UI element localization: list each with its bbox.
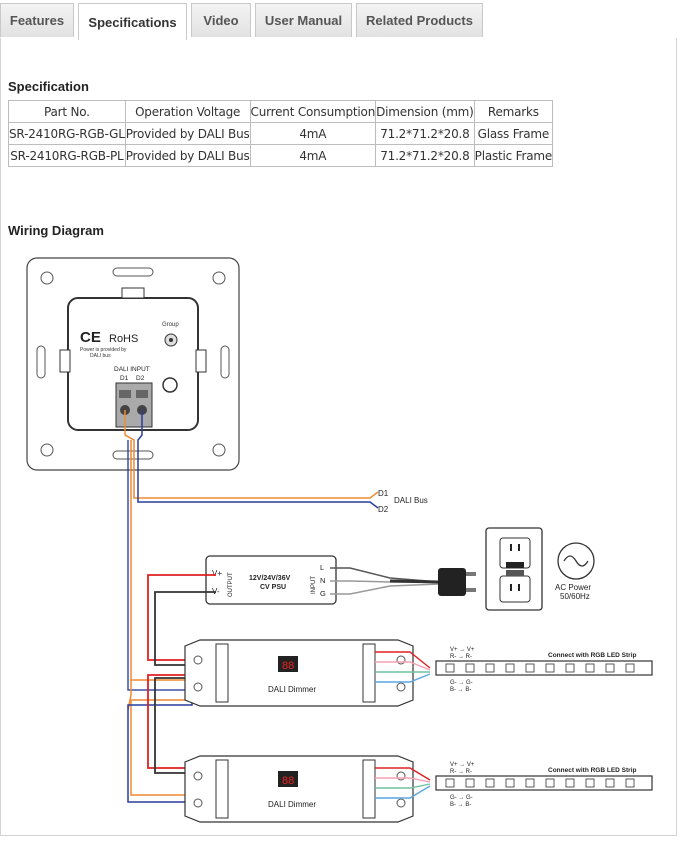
strip-legend-r: R- → R-	[450, 769, 472, 775]
column-header: Operation Voltage	[124, 100, 251, 123]
dali-bus-wires	[124, 410, 379, 803]
ac-power-label: AC Power	[555, 583, 591, 592]
rgb-led-strip	[435, 775, 653, 791]
dali-input-label: DALI INPUT	[114, 366, 150, 373]
psu-vplus-label: V+	[212, 569, 222, 578]
tab-features[interactable]: Features	[0, 3, 74, 37]
specification-table: Part No. Operation Voltage Current Consu…	[8, 100, 554, 167]
table-cell: Glass Frame	[473, 122, 554, 145]
rohs-mark: RoHS	[109, 333, 138, 345]
psu-n-label: N	[320, 576, 325, 585]
wall-panel: CE RoHS Power is provided by DALI bus Gr…	[26, 257, 240, 471]
ac-frequency-label: 50/60Hz	[560, 592, 590, 601]
table-row: SR-2410RG-RGB-PL Provided by DALI Bus 4m…	[8, 144, 554, 167]
table-cell: Provided by DALI Bus	[124, 144, 251, 167]
bus-d2-label: D2	[378, 505, 389, 514]
column-header: Dimension (mm)	[375, 100, 475, 123]
tab-user-manual[interactable]: User Manual	[255, 3, 352, 37]
ac-cable	[330, 567, 441, 595]
wiring-diagram: CE RoHS Power is provided by DALI bus Gr…	[26, 257, 653, 823]
psu-g-label: G	[320, 589, 326, 598]
cv-psu: 12V/24V/36V CV PSU V+ V- OUTPUT INPUT L …	[205, 555, 337, 605]
table-cell: 4mA	[249, 122, 377, 145]
terminal-d2-label: D2	[136, 375, 145, 382]
dali-dimmer: 88 DALI Dimmer	[184, 639, 414, 707]
strip-legend-r: R- → R-	[450, 654, 472, 660]
table-cell: 4mA	[249, 144, 377, 167]
tab-content-panel	[0, 38, 677, 836]
tab-video[interactable]: Video	[191, 3, 251, 37]
svg-text:88: 88	[282, 660, 294, 672]
tab-related-products[interactable]: Related Products	[356, 3, 483, 37]
dali-terminal-block	[115, 382, 153, 428]
strip-label: Connect with RGB LED Strip	[548, 652, 637, 659]
rgb-led-strip	[435, 660, 653, 676]
table-cell: 71.2*71.2*20.8	[375, 144, 475, 167]
dimmer-label: DALI Dimmer	[268, 800, 316, 809]
button-icon	[162, 377, 178, 393]
psu-rating: 12V/24V/36V	[249, 575, 291, 582]
power-note: Power is provided by	[80, 347, 127, 353]
power-plug-icon	[438, 568, 466, 596]
strip-legend-v: V+ → V+	[450, 762, 475, 768]
column-header: Current Consumption	[249, 100, 377, 123]
strip-legend-b: B- → B-	[450, 802, 471, 808]
table-cell: SR-2410RG-RGB-GL	[8, 122, 126, 145]
strip-legend-g: G- → G-	[450, 680, 473, 686]
dimmer-label: DALI Dimmer	[268, 685, 316, 694]
table-cell: Provided by DALI Bus	[124, 122, 251, 145]
strip-wires	[375, 651, 431, 799]
specification-heading: Specification	[8, 79, 89, 94]
group-label: Group	[162, 322, 179, 328]
psu-type: CV PSU	[260, 584, 286, 591]
psu-input-label: INPUT	[311, 576, 317, 594]
ce-mark: CE	[80, 329, 101, 346]
tab-bar: Features Specifications Video User Manua…	[0, 0, 686, 40]
table-header-row: Part No. Operation Voltage Current Consu…	[8, 100, 554, 123]
power-note: DALI bus	[90, 353, 111, 359]
table-cell: SR-2410RG-RGB-PL	[8, 144, 126, 167]
strip-legend-v: V+ → V+	[450, 647, 475, 653]
strip-legend-b: B- → B-	[450, 687, 471, 693]
dali-bus-label: DALI Bus	[394, 496, 428, 505]
ac-power-icon	[557, 542, 595, 580]
strip-label: Connect with RGB LED Strip	[548, 767, 637, 774]
wall-outlet-icon	[485, 527, 543, 611]
psu-l-label: L	[320, 563, 324, 572]
psu-output-label: OUTPUT	[228, 572, 234, 597]
column-header: Remarks	[473, 100, 554, 123]
wiring-diagram-heading: Wiring Diagram	[8, 223, 104, 238]
bus-d1-label: D1	[378, 489, 389, 498]
strip-legend-g: G- → G-	[450, 795, 473, 801]
table-cell: Plastic Frame	[473, 144, 554, 167]
table-cell: 71.2*71.2*20.8	[375, 122, 475, 145]
column-header: Part No.	[8, 100, 126, 123]
tab-specifications[interactable]: Specifications	[78, 3, 187, 40]
table-row: SR-2410RG-RGB-GL Provided by DALI Bus 4m…	[8, 122, 554, 145]
terminal-d1-label: D1	[120, 375, 129, 382]
svg-text:88: 88	[282, 775, 294, 787]
dali-dimmer: 88 DALI Dimmer	[184, 755, 414, 823]
